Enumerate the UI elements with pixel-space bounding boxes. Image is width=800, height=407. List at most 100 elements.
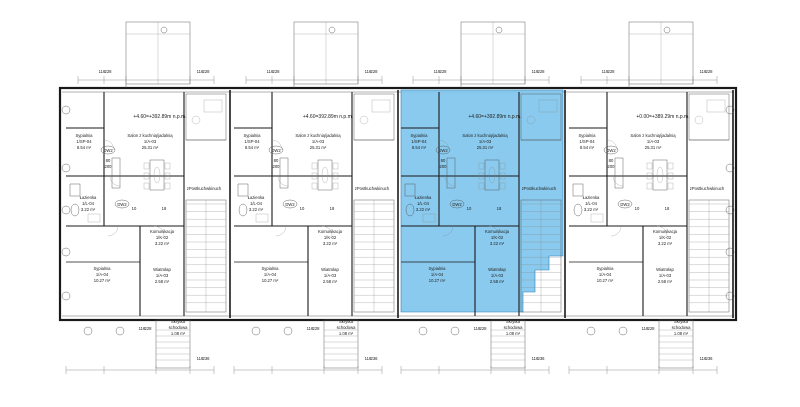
room-area: 3.22 m² <box>81 207 96 212</box>
room-code: schodowa <box>337 325 357 330</box>
room-code: 1/L-04 <box>250 201 263 206</box>
room-name: Wiatrołap <box>488 267 506 272</box>
room-name: Wiatrołap <box>321 267 339 272</box>
door-tag <box>100 145 116 155</box>
dimension-label: 236 <box>706 356 714 361</box>
dimension-label: 228 <box>145 326 153 331</box>
room-name: Salon z kuchnią/jadalnią <box>630 133 676 138</box>
room-name: Skrytka <box>339 319 354 324</box>
dimension-label: 116 <box>602 69 609 74</box>
dimension-label: 116 <box>532 356 539 361</box>
room-area: 2.58 m² <box>658 279 673 284</box>
dimension-label: 10 <box>635 206 640 211</box>
room-area: 8.54 m² <box>580 145 595 150</box>
room-name: Salon z kuchnią/jadalnią <box>462 133 508 138</box>
axis-circle <box>495 26 503 34</box>
axis-circle <box>725 205 735 215</box>
room-name: Sypialnia <box>597 266 615 271</box>
room-area: 25.31 m² <box>645 145 662 150</box>
room-code: 1/A-03 <box>312 139 325 144</box>
room-area: 1.08 m² <box>171 331 186 336</box>
level-marker: +4.60=+392.89m n.p.m. <box>468 114 521 120</box>
dimension-label: 116 <box>197 356 204 361</box>
kitchen-note: zPostkuchwkinuch <box>187 186 222 191</box>
room-code: 1/SP-04 <box>76 139 92 144</box>
room-name: Sypialnia <box>429 266 447 271</box>
dimension-label: 228 <box>706 69 714 74</box>
room-area: 10.27 m² <box>429 278 446 283</box>
dimension-label: 116 <box>365 356 372 361</box>
door-tag-label: DW2 <box>285 202 295 207</box>
kitchen-note: zPostkuchwkinuch <box>690 186 725 191</box>
door-tag-label: DW2 <box>103 148 113 153</box>
axis-circle <box>618 326 628 336</box>
dimension-label: 228 <box>105 69 113 74</box>
room-area: 3.22 m² <box>658 241 673 246</box>
room-code: 1/K-02 <box>324 235 337 240</box>
dimension-label: 80 <box>274 158 279 163</box>
room-area: 2.58 m² <box>323 279 338 284</box>
room-code: schodowa <box>504 325 524 330</box>
room-code: 1/L-04 <box>417 201 430 206</box>
dimension-label: 116 <box>99 69 106 74</box>
dimension-label: 18 <box>665 206 670 211</box>
room-area: 2.58 m² <box>490 279 505 284</box>
kitchen-counter <box>353 93 395 141</box>
room-name: Sypialnia <box>244 133 262 138</box>
axis-circle <box>283 326 293 336</box>
room-name: Skrytka <box>171 319 186 324</box>
room-area: 1.08 m² <box>674 331 689 336</box>
room-area: 10.27 m² <box>597 278 614 283</box>
dining-table <box>478 159 506 191</box>
axis-circle <box>328 26 336 34</box>
axis-circle <box>61 291 71 301</box>
room-name: Salon z kuchnią/jadalnią <box>127 133 173 138</box>
axis-circle <box>725 105 735 115</box>
room-name: Wiatrołap <box>153 267 171 272</box>
level-marker: +0.00=+389.29m n.p.m. <box>636 114 689 120</box>
level-marker: +4.60=392.89m n.p.m. <box>303 114 353 120</box>
bathroom-fixtures <box>237 183 269 223</box>
dimension-label: 116 <box>700 69 707 74</box>
room-code: 1/A-03 <box>659 273 672 278</box>
level-marker: +4.60=+392.89m n.p.m. <box>133 114 186 120</box>
dimension-label: 116 <box>532 69 539 74</box>
room-area: 3.22 m² <box>584 207 599 212</box>
room-area: 3.22 m² <box>249 207 264 212</box>
room-code: 1/A-03 <box>324 273 337 278</box>
room-name: Skrytka <box>506 319 521 324</box>
room-area: 25.31 m² <box>142 145 159 150</box>
room-name: Komunikacja <box>150 229 175 234</box>
room-area: 3.22 m² <box>490 241 505 246</box>
room-name: Sypialnia <box>411 133 429 138</box>
dimension-label: 236 <box>203 356 211 361</box>
room-area: 2.58 m² <box>155 279 170 284</box>
axis-circle <box>586 326 596 336</box>
dimension-label: 18 <box>162 206 167 211</box>
dimension-label: 116 <box>139 326 146 331</box>
room-name: Wiatrołap <box>656 267 674 272</box>
dimension-label: 200 <box>273 164 281 169</box>
bathroom-fixtures <box>572 183 604 223</box>
door-tag <box>435 145 451 155</box>
room-area: 1.08 m² <box>506 331 521 336</box>
dining-table <box>143 159 171 191</box>
room-code: 1/A-04 <box>431 272 444 277</box>
room-name: Sypialnia <box>579 133 597 138</box>
room-code: 1/SP-04 <box>244 139 260 144</box>
dimension-label: 18 <box>497 206 502 211</box>
axis-circle <box>61 205 71 215</box>
door-swings <box>103 139 165 237</box>
staircase <box>520 199 562 313</box>
room-code: 1/K-02 <box>491 235 504 240</box>
dimension-label: 200 <box>440 164 448 169</box>
kitchen-note: zPostkuchwkinuch <box>522 186 557 191</box>
